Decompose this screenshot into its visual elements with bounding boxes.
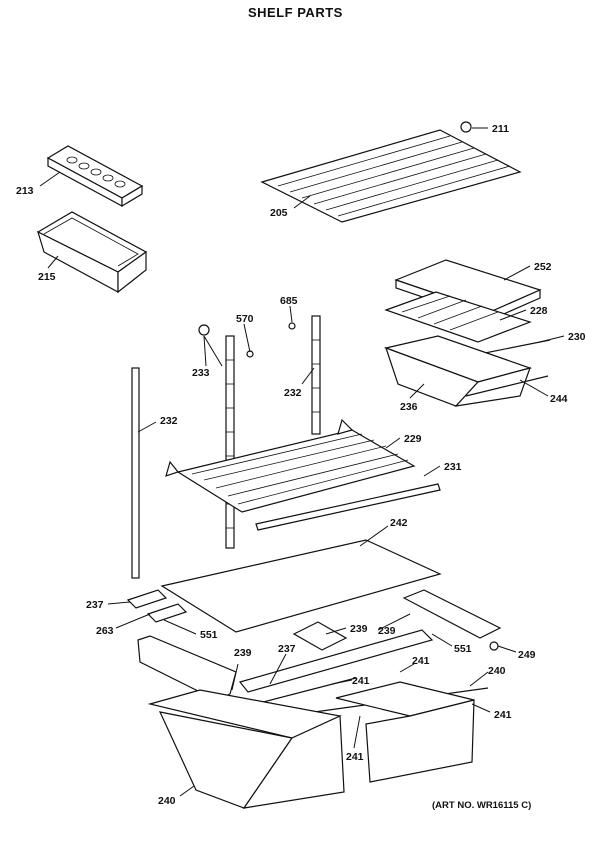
slide-244: [465, 375, 549, 397]
callout-239-center: 239: [350, 623, 368, 635]
callout-leaders: [39, 127, 565, 797]
wire-shelf-205: [260, 129, 522, 223]
callout-252: 252: [534, 261, 552, 273]
callout-233: 233: [192, 367, 210, 379]
callout-237-left: 237: [86, 599, 104, 611]
ladder-rail-232-left: [225, 335, 235, 549]
glass-cover-242: [160, 539, 442, 633]
door-bin-215: [36, 211, 148, 294]
callout-231: 231: [444, 461, 462, 473]
callout-229: 229: [404, 433, 422, 445]
callout-211: 211: [492, 123, 509, 135]
callout-241-upper: 241: [412, 655, 430, 667]
bracket-263: [146, 603, 188, 623]
callout-232-right: 232: [284, 387, 302, 399]
callout-241-right: 241: [494, 709, 512, 721]
callout-244: 244: [550, 393, 568, 405]
callout-239-left: 239: [234, 647, 252, 659]
clip-233: [198, 324, 210, 336]
callout-213: 213: [16, 185, 34, 197]
callout-215: 215: [38, 271, 56, 283]
frame-239-left: [137, 635, 237, 701]
trim-231: [255, 483, 441, 531]
callout-230: 230: [568, 331, 586, 343]
wire-shelf-228: [384, 291, 532, 343]
callout-labels: 213 215 205 211 252 228 230 236 244 685 …: [16, 123, 586, 807]
callout-249: 249: [518, 649, 536, 661]
callout-685: 685: [280, 295, 298, 307]
ladder-rail-232-right: [311, 315, 321, 435]
callout-239-right: 239: [378, 625, 396, 637]
callout-240-left: 240: [158, 795, 176, 807]
callout-242: 242: [390, 517, 408, 529]
callout-551-left: 551: [200, 629, 218, 641]
callout-241-lower: 241: [346, 751, 364, 763]
callout-240-right: 240: [488, 665, 506, 677]
frame-right: [402, 589, 502, 639]
bracket-237-left: [126, 589, 168, 609]
callout-241-middle: 241: [352, 675, 370, 687]
callout-228: 228: [530, 305, 548, 317]
callout-570: 570: [236, 313, 254, 325]
egg-tray-213: [46, 145, 144, 208]
pan-236: [383, 335, 533, 407]
clip-239-center: [292, 621, 348, 651]
diagram-title: SHELF PARTS: [248, 5, 343, 20]
callout-205: 205: [270, 207, 288, 219]
rail-232-long: [131, 367, 140, 579]
callout-263: 263: [96, 625, 114, 637]
shelf-knob-211: [460, 121, 472, 133]
callout-236: 236: [400, 401, 418, 413]
cover-237-lower: [238, 629, 434, 693]
crisper-drawer-240-left: [147, 689, 345, 809]
callout-551-right: 551: [454, 643, 472, 655]
screw-685: [288, 322, 296, 330]
crisper-drawer-240-right: [335, 681, 475, 783]
callout-237-lower: 237: [278, 643, 296, 655]
art-number-note: (ART NO. WR16115 C): [432, 800, 532, 811]
wire-shelf-229: [165, 418, 416, 513]
hinge-249: [489, 641, 499, 651]
callout-232-left: 232: [160, 415, 178, 427]
